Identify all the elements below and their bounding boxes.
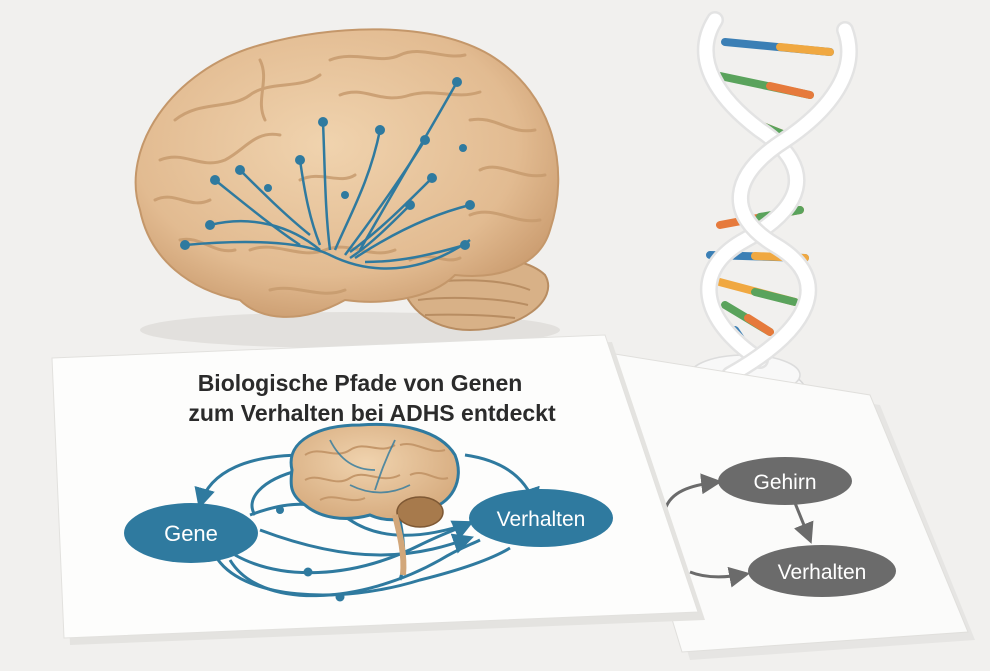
neural-pathways xyxy=(184,81,471,270)
node-verhalten-gray-label: Verhalten xyxy=(778,561,867,584)
card-brain-illustration xyxy=(289,422,460,576)
node-verhalten-gray xyxy=(748,545,896,597)
node-gehirn-label: Gehirn xyxy=(753,471,816,494)
node-gene xyxy=(124,503,258,563)
brain-model xyxy=(134,28,560,348)
pathway-diagram xyxy=(194,453,540,598)
card-title-line2: zum Verhalten bei ADHS entdeckt xyxy=(188,400,556,426)
node-gene-label: Gene xyxy=(164,521,218,546)
card-title-line1: Biologische Pfade von Genen xyxy=(198,370,523,396)
node-verhalten-blue xyxy=(469,489,613,547)
node-verhalten-blue-label: Verhalten xyxy=(497,508,586,531)
node-gehirn xyxy=(718,457,852,505)
